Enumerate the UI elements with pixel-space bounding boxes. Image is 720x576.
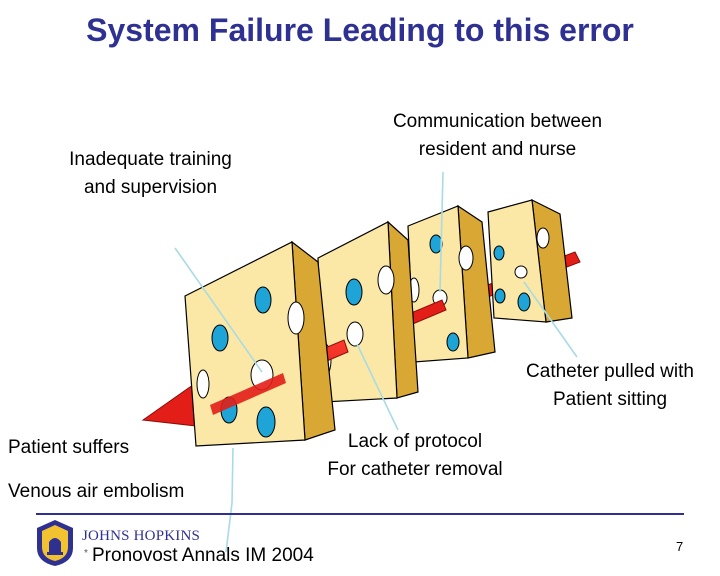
johns-hopkins-seal-icon bbox=[37, 520, 73, 566]
label-inadequate-training: Inadequate training and supervision bbox=[69, 149, 232, 198]
label-catheter-pulled: Catheter pulled with Patient sitting bbox=[526, 361, 694, 410]
cheese-slice-1 bbox=[184, 240, 336, 447]
footer-rule bbox=[36, 513, 684, 515]
logo-text: JOHNS HOPKINS bbox=[82, 528, 201, 544]
slide-title: System Failure Leading to this error bbox=[86, 12, 634, 48]
label-venous-air-embolism: Venous air embolism bbox=[8, 481, 185, 502]
label-communication: Communication between resident and nurse bbox=[392, 111, 603, 160]
label-patient-suffers: Patient suffers bbox=[8, 437, 130, 458]
cheese-slice-4 bbox=[487, 198, 573, 323]
cheese-slice-3 bbox=[407, 204, 496, 363]
cheese-slice-2 bbox=[317, 220, 419, 403]
pointer-lines bbox=[174, 171, 578, 553]
label-lack-of-protocol: Lack of protocol For catheter removal bbox=[327, 431, 503, 480]
citation: Pronovost Annals IM 2004 bbox=[92, 545, 314, 566]
citation-bullet: * bbox=[84, 548, 88, 559]
page-number: 7 bbox=[676, 539, 684, 554]
